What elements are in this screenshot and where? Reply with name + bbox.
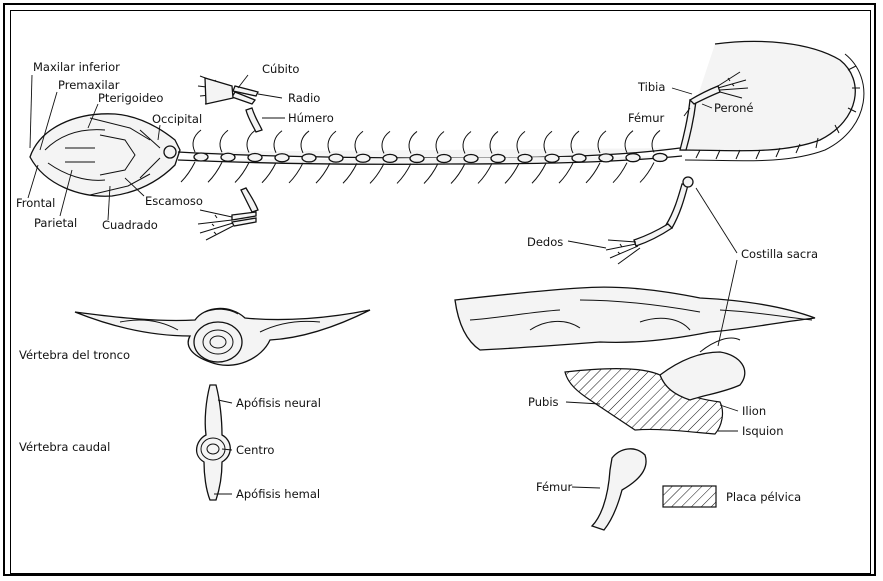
label-isquion: Isquion [742,424,784,438]
label-tibia: Tibia [637,80,665,94]
label-premaxilar: Premaxilar [58,78,120,92]
label-perone: Peroné [714,101,753,115]
label-radio: Radio [288,91,320,105]
forelimb-upper [198,76,262,132]
label-humero: Húmero [288,111,334,125]
vertebra [599,154,613,162]
hindlimb-lower [606,177,693,264]
vertebra [383,154,397,162]
label-dedos: Dedos [527,235,563,249]
label-frontal: Frontal [16,196,55,210]
label-cubito: Cúbito [262,62,299,76]
vertebra [572,154,586,162]
vertebra [518,154,532,162]
vertebra [653,153,667,161]
vertebra [464,154,478,162]
vertebra [248,153,262,161]
vertebra [329,154,343,162]
label-ilion: Ilion [742,404,766,418]
label-placa-pelvica: Placa pélvica [726,490,801,504]
vertebra [437,154,451,162]
label-maxilar-inferior: Maxilar inferior [33,60,120,74]
vertebra [491,154,505,162]
vertebra [221,153,235,161]
vertebra [545,154,559,162]
vertebra [356,154,370,162]
label-pubis: Pubis [528,395,559,409]
label-vertebra-caudal: Vértebra caudal [19,440,110,454]
label-costilla-sacra: Costilla sacra [741,247,818,261]
label-escamoso: Escamoso [145,194,203,208]
label-apofisis-hemal: Apófisis hemal [236,487,320,501]
vertebra [626,154,640,162]
label-femur-top: Fémur [628,111,665,125]
label-pterigoideo: Pterigoideo [98,91,163,105]
label-apofisis-neural: Apófisis neural [236,396,321,410]
forelimb-lower [198,188,258,240]
vertebra [275,154,289,162]
vertebra [302,154,316,162]
label-vertebra-tronco: Vértebra del tronco [19,348,130,362]
label-parietal: Parietal [34,216,77,230]
label-cuadrado: Cuadrado [102,218,158,232]
skull [30,114,180,196]
label-femur-bottom: Fémur [536,480,573,494]
tail [680,41,864,160]
vertebra [410,154,424,162]
caudal-vertebra-drawing [197,385,231,500]
label-centro: Centro [236,443,274,457]
placa-pelvica-legend-swatch [663,486,716,507]
vertebra [194,153,208,161]
label-occipital: Occipital [152,112,202,126]
